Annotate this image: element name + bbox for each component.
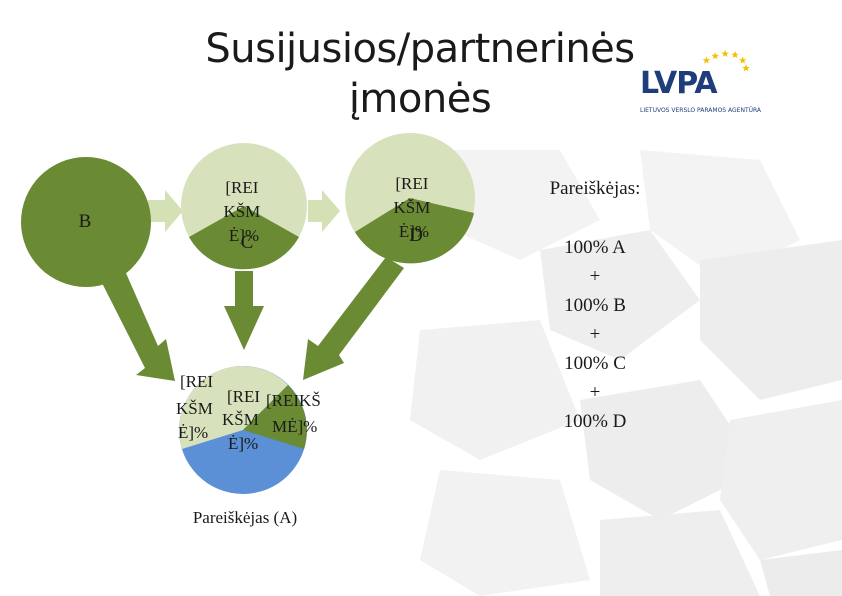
background-pattern	[410, 150, 842, 596]
page-title: Susijusios/partnerinės įmonės	[190, 24, 650, 124]
node-a-slice3-text: [REIKŠ MĖ]%	[266, 391, 325, 436]
node-b-label: B	[79, 211, 92, 232]
logo-text: LVPA	[640, 66, 718, 101]
summary-line: 100% A	[564, 237, 626, 258]
node-c-slice-text: [REI KŠM Ė]%	[223, 178, 264, 245]
summary-line: +	[589, 382, 601, 403]
node-a-slice2-text: [REI KŠM Ė]%	[222, 387, 264, 453]
lvpa-logo: LVPA LIETUVOS VERSLO PARAMOS AGENTŪRA	[636, 40, 766, 118]
logo-subtitle: LIETUVOS VERSLO PARAMOS AGENTŪRA	[640, 107, 762, 114]
summary-panel: Pareiškėjas: 100% A + 100% B + 100% C + …	[540, 174, 650, 436]
arrows	[99, 190, 404, 381]
node-c-slice	[189, 206, 299, 270]
page-title-line2: įmonės	[348, 76, 492, 122]
summary-line: 100% D	[563, 411, 627, 432]
node-d-slice-text: [REI KŠM Ė]%	[393, 174, 434, 241]
arrow-c-to-d	[308, 190, 340, 232]
summary-header: Pareiškėjas:	[549, 178, 641, 199]
node-b: B	[21, 157, 151, 287]
node-d-slice	[355, 198, 474, 264]
node-a-slice-b	[179, 366, 243, 449]
summary-line: +	[589, 324, 601, 345]
node-a-slice-d	[243, 385, 307, 449]
summary-line: 100% B	[564, 295, 626, 316]
arrow-b-to-c	[148, 190, 183, 232]
arrow-b-to-a	[99, 264, 175, 381]
node-a-slice-c	[243, 366, 288, 430]
node-d: [REI KŠM Ė]% D	[345, 133, 475, 264]
node-a: [REI KŠM Ė]% [REI KŠM Ė]% [REIKŠ MĖ]% Pa…	[176, 366, 325, 527]
page-title-line1: Susijusios/partnerinės	[205, 26, 635, 72]
eu-stars-icon	[702, 49, 750, 72]
node-c-label: C	[241, 232, 254, 253]
node-a-caption: Pareiškėjas (A)	[193, 508, 297, 527]
node-c: [REI KŠM Ė]% C	[181, 143, 307, 270]
arrow-c-to-a	[224, 271, 264, 350]
summary-line: +	[589, 266, 601, 287]
summary-line: 100% C	[564, 353, 626, 374]
arrow-d-to-a	[303, 257, 404, 380]
node-d-label: D	[409, 225, 423, 246]
node-a-slice1-text: [REI KŠM Ė]%	[176, 372, 217, 442]
